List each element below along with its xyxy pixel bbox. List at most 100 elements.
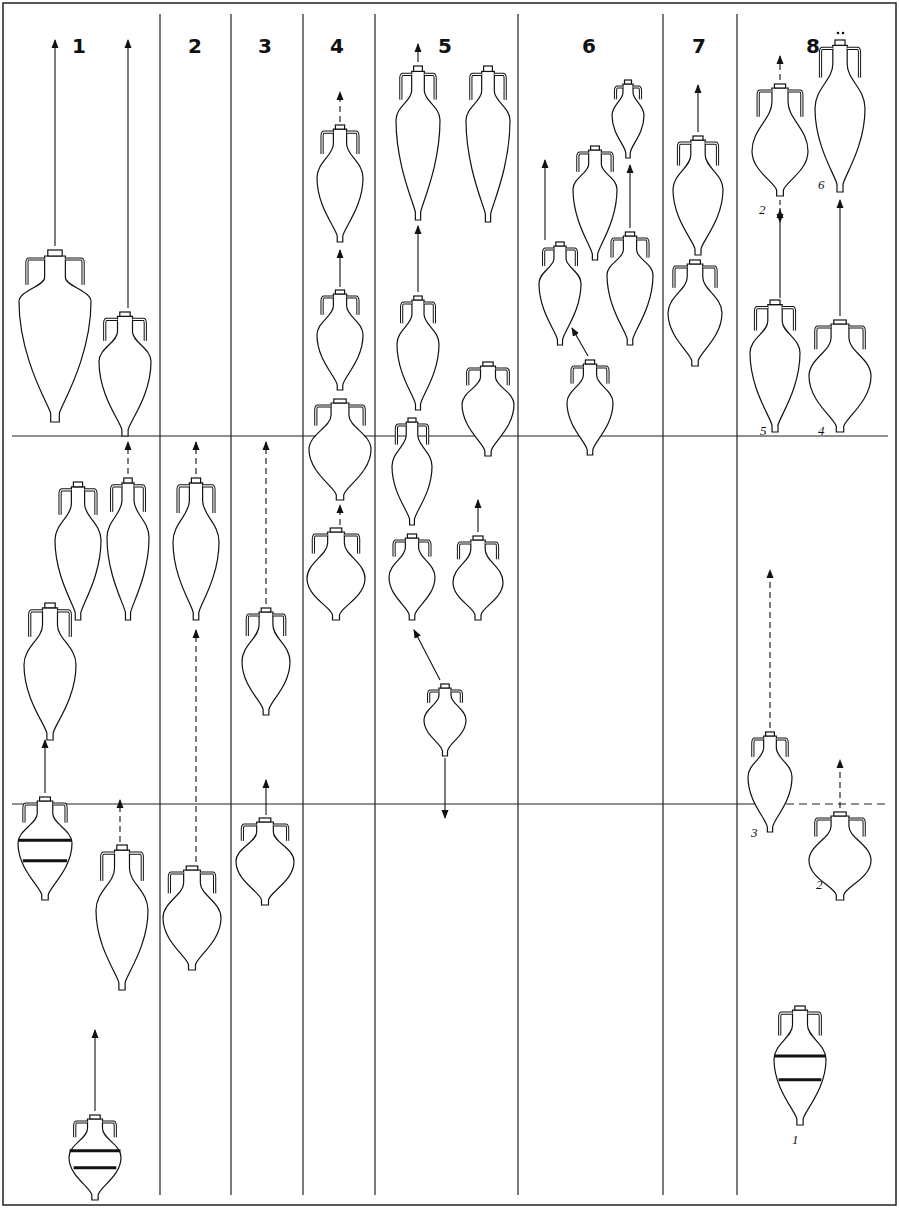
evolution-arrow <box>127 40 128 308</box>
amphora-rim <box>770 300 780 305</box>
amphora-handle <box>203 486 214 513</box>
evolution-arrow <box>127 442 128 474</box>
amphora-handle <box>459 543 471 559</box>
column-divider <box>517 14 518 1195</box>
column-number: 7 <box>692 36 706 56</box>
amphora-rim <box>90 1115 100 1119</box>
amphora-handle <box>578 153 589 172</box>
frame <box>3 3 896 1205</box>
amphora-handle <box>849 327 864 349</box>
amphora-handle <box>347 132 358 154</box>
amphora-body <box>99 316 151 436</box>
amphora-body <box>539 246 581 345</box>
amphora-handle <box>242 825 256 841</box>
amphora-rim <box>690 260 701 264</box>
amphora-handle <box>349 406 364 425</box>
amphora-handle <box>200 873 214 893</box>
amphora-rim <box>259 818 271 822</box>
evolution-arrow <box>195 442 196 474</box>
amphora-handle <box>849 327 864 349</box>
amphora-handle <box>637 239 648 258</box>
amphora-body <box>774 1010 826 1125</box>
amphora-body <box>397 300 439 410</box>
column-divider <box>159 14 160 1195</box>
evolution-arrow <box>779 200 780 222</box>
column-number: 2 <box>188 36 202 56</box>
amphora-rim <box>591 146 600 150</box>
evolution-arrow <box>769 570 770 728</box>
evolution-arrow <box>119 800 120 842</box>
amphora-body <box>69 1119 121 1200</box>
column-number: 3 <box>258 36 272 56</box>
amphora-band <box>23 859 67 862</box>
amphora-handle <box>112 486 122 512</box>
amphora-handle <box>200 873 214 893</box>
amphora-handle <box>816 327 831 349</box>
amphora-body <box>668 264 722 366</box>
column-number: 5 <box>438 36 452 56</box>
amphora-handle <box>75 1122 88 1137</box>
amphora-handle <box>402 303 412 323</box>
period-divider <box>12 803 760 804</box>
amphora-rim <box>484 66 493 71</box>
amphora-handle <box>847 48 859 77</box>
amphora-band <box>779 1078 822 1081</box>
amphora-handle <box>24 804 37 822</box>
amphora-body <box>96 850 148 990</box>
amphora-rim <box>407 534 416 538</box>
evolution-arrow <box>265 442 266 604</box>
column-number: 8 <box>806 36 820 56</box>
amphora-rim <box>693 136 703 140</box>
amphora-handle <box>816 327 831 349</box>
amphora-handle <box>273 825 287 841</box>
amphora-rim <box>334 399 346 403</box>
callout-number: 5 <box>760 424 767 437</box>
amphora-handle <box>102 1122 115 1137</box>
amphora-handle <box>57 611 70 637</box>
amphora-body <box>317 294 363 390</box>
amphora-handle <box>674 267 687 288</box>
amphora-body <box>809 324 871 432</box>
amphora-rim <box>191 478 200 483</box>
amphora-handle <box>429 691 439 703</box>
amphora-handle <box>849 819 864 836</box>
amphora-handle <box>322 132 333 154</box>
amphora-handle <box>451 691 461 703</box>
amphora-handle <box>633 87 640 99</box>
amphora-handle <box>468 369 481 385</box>
amphora-body <box>163 870 221 970</box>
amphora-handle <box>273 825 287 841</box>
evolution-arrow <box>697 85 698 132</box>
amphora-handle <box>60 490 71 515</box>
evolution-arrow <box>339 250 340 287</box>
amphora-rim <box>73 482 82 487</box>
amphora-handle <box>132 319 145 340</box>
amphora-handle <box>105 319 118 340</box>
amphora-body <box>567 364 613 455</box>
amphora-handle <box>242 825 256 841</box>
evolution-arrow <box>477 500 478 532</box>
amphora-handle <box>471 74 482 99</box>
amphora-handle <box>394 541 405 557</box>
amphora-handle <box>347 297 358 315</box>
evolution-arrow <box>265 780 266 815</box>
evolution-arrow <box>339 92 340 122</box>
amphora-handle <box>821 48 833 77</box>
amphora-handle <box>495 369 508 385</box>
amphora-body <box>107 483 149 620</box>
amphora-handle <box>85 490 96 515</box>
amphora-handle <box>424 303 434 323</box>
amphora-handle <box>674 267 687 288</box>
amphora-body <box>24 608 76 740</box>
amphora-handle <box>102 853 115 881</box>
amphora-rim <box>124 478 132 483</box>
evolution-arrow <box>94 1030 95 1111</box>
amphora-handle <box>679 143 691 165</box>
amphora-rim <box>625 80 632 84</box>
amphora-handle <box>429 691 439 703</box>
amphora-handle <box>57 611 70 637</box>
amphora-handle <box>612 239 623 258</box>
amphora-body <box>453 540 503 620</box>
amphora-handle <box>134 486 144 512</box>
amphora-handle <box>780 1013 793 1035</box>
